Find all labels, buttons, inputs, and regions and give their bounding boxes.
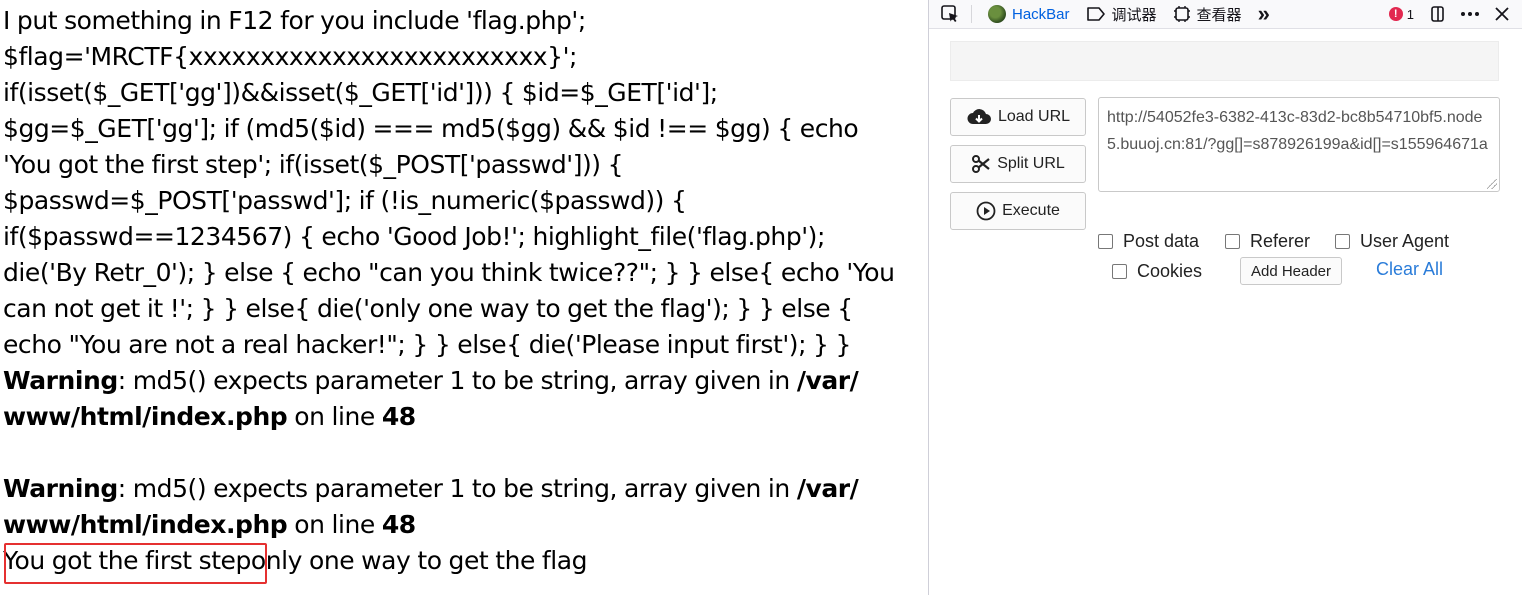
more-tabs-button[interactable]: » xyxy=(1250,0,1278,28)
source-line: $gg=$_GET['gg']; if (md5($id) === md5($g… xyxy=(3,114,859,143)
play-icon xyxy=(976,201,996,221)
element-picker-icon[interactable] xyxy=(935,0,965,28)
cookies-checkbox[interactable] xyxy=(1112,264,1127,279)
devtools-panel: HackBar 调试器 查看器 » ! 1 xyxy=(928,0,1522,595)
toolbar-right: ! 1 xyxy=(1388,5,1522,23)
url-value: http://54052fe3-6382-413c-83d2-bc8b54710… xyxy=(1107,109,1488,153)
source-line: can not get it !'; } } else{ die('only o… xyxy=(3,294,853,323)
warning-online: on line xyxy=(287,510,382,539)
url-textarea[interactable]: http://54052fe3-6382-413c-83d2-bc8b54710… xyxy=(1098,97,1500,192)
scissors-icon xyxy=(972,155,990,173)
annotation-highlight-box xyxy=(4,543,267,584)
checkbox-label: User Agent xyxy=(1360,231,1450,251)
warning-path: www/html/index.php xyxy=(3,402,288,431)
resize-grip-icon[interactable] xyxy=(1487,179,1497,189)
warning-path: /var/ xyxy=(796,366,859,395)
warning-online: on line xyxy=(287,402,382,431)
warning-line-number: 48 xyxy=(381,510,416,539)
checkbox-label: Cookies xyxy=(1137,261,1203,281)
warning-path: /var/ xyxy=(796,474,859,503)
debugger-icon xyxy=(1086,7,1105,21)
dock-side-icon[interactable] xyxy=(1428,5,1446,23)
page-content: I put something in F12 for you include '… xyxy=(3,3,923,584)
cookies-checkbox-row[interactable]: Cookies xyxy=(1112,261,1202,282)
tab-debugger[interactable]: 调试器 xyxy=(1078,0,1165,28)
php-source-output: I put something in F12 for you include '… xyxy=(3,3,923,579)
button-label: Load URL xyxy=(997,108,1071,125)
hackbar-top-strip xyxy=(950,41,1499,81)
source-line: die('By Retr_0'); } else { echo "can you… xyxy=(3,258,895,287)
tab-inspector[interactable]: 查看器 xyxy=(1165,0,1250,28)
referer-checkbox[interactable] xyxy=(1225,234,1240,249)
warning-message: : md5() expects parameter 1 to be string… xyxy=(117,366,797,395)
user-agent-checkbox-row[interactable]: User Agent xyxy=(1335,231,1449,252)
source-line: $flag='MRCTF{xxxxxxxxxxxxxxxxxxxxxxxxx}'… xyxy=(3,42,577,71)
chevron-double-right-icon: » xyxy=(1257,1,1270,26)
warning-message: : md5() expects parameter 1 to be string… xyxy=(117,474,797,503)
post-data-checkbox-row[interactable]: Post data xyxy=(1098,231,1199,252)
toolbar-divider xyxy=(971,5,972,23)
source-line: if($passwd==1234567) { echo 'Good Job!';… xyxy=(3,222,825,251)
checkbox-label: Post data xyxy=(1123,231,1200,251)
warning-label: Warning xyxy=(3,474,118,503)
user-agent-checkbox[interactable] xyxy=(1335,234,1350,249)
php-warning-cont: www/html/index.php on line 48 xyxy=(3,507,923,543)
load-url-button[interactable]: Load URL xyxy=(950,98,1086,136)
source-line: I put something in F12 for you include '… xyxy=(3,6,586,35)
error-icon: ! xyxy=(1388,7,1403,21)
warning-line-number: 48 xyxy=(381,402,416,431)
post-data-checkbox[interactable] xyxy=(1098,234,1113,249)
source-line: echo "You are not a real hacker!"; } } e… xyxy=(3,330,851,359)
execute-button[interactable]: Execute xyxy=(950,192,1086,230)
result-line: You got the first steponly one way to ge… xyxy=(3,546,588,575)
tab-hackbar[interactable]: HackBar xyxy=(980,0,1078,28)
button-label: Execute xyxy=(1002,202,1060,219)
clear-all-link[interactable]: Clear All xyxy=(1376,259,1444,279)
tab-label: 查看器 xyxy=(1196,6,1242,24)
devtools-toolbar: HackBar 调试器 查看器 » ! 1 xyxy=(929,0,1522,29)
checkbox-label: Referer xyxy=(1250,231,1311,251)
cloud-download-icon xyxy=(967,109,991,124)
close-icon[interactable] xyxy=(1494,6,1510,22)
error-count-badge[interactable]: ! 1 xyxy=(1388,6,1414,22)
referer-checkbox-row[interactable]: Referer xyxy=(1225,231,1310,252)
inspector-icon xyxy=(1173,6,1190,22)
source-line: if(isset($_GET['gg'])&&isset($_GET['id']… xyxy=(3,78,718,107)
more-options-icon[interactable] xyxy=(1460,11,1480,17)
php-warning: Warning: md5() expects parameter 1 to be… xyxy=(3,471,923,507)
source-line: $passwd=$_POST['passwd']; if (!is_numeri… xyxy=(3,186,687,215)
split-url-button[interactable]: Split URL xyxy=(950,145,1086,183)
php-warning-cont: www/html/index.php on line 48 xyxy=(3,399,923,435)
blank-line xyxy=(3,435,923,471)
button-label: Split URL xyxy=(997,155,1065,172)
tab-label: HackBar xyxy=(1012,5,1070,23)
warning-path: www/html/index.php xyxy=(3,510,288,539)
add-header-button[interactable]: Add Header xyxy=(1240,257,1342,285)
error-count: 1 xyxy=(1406,6,1414,22)
warning-label: Warning xyxy=(3,366,118,395)
tab-label: 调试器 xyxy=(1111,6,1157,24)
hackbar-logo-icon xyxy=(988,5,1006,23)
source-line: 'You got the first step'; if(isset($_POS… xyxy=(3,150,624,179)
php-warning: Warning: md5() expects parameter 1 to be… xyxy=(3,363,923,399)
